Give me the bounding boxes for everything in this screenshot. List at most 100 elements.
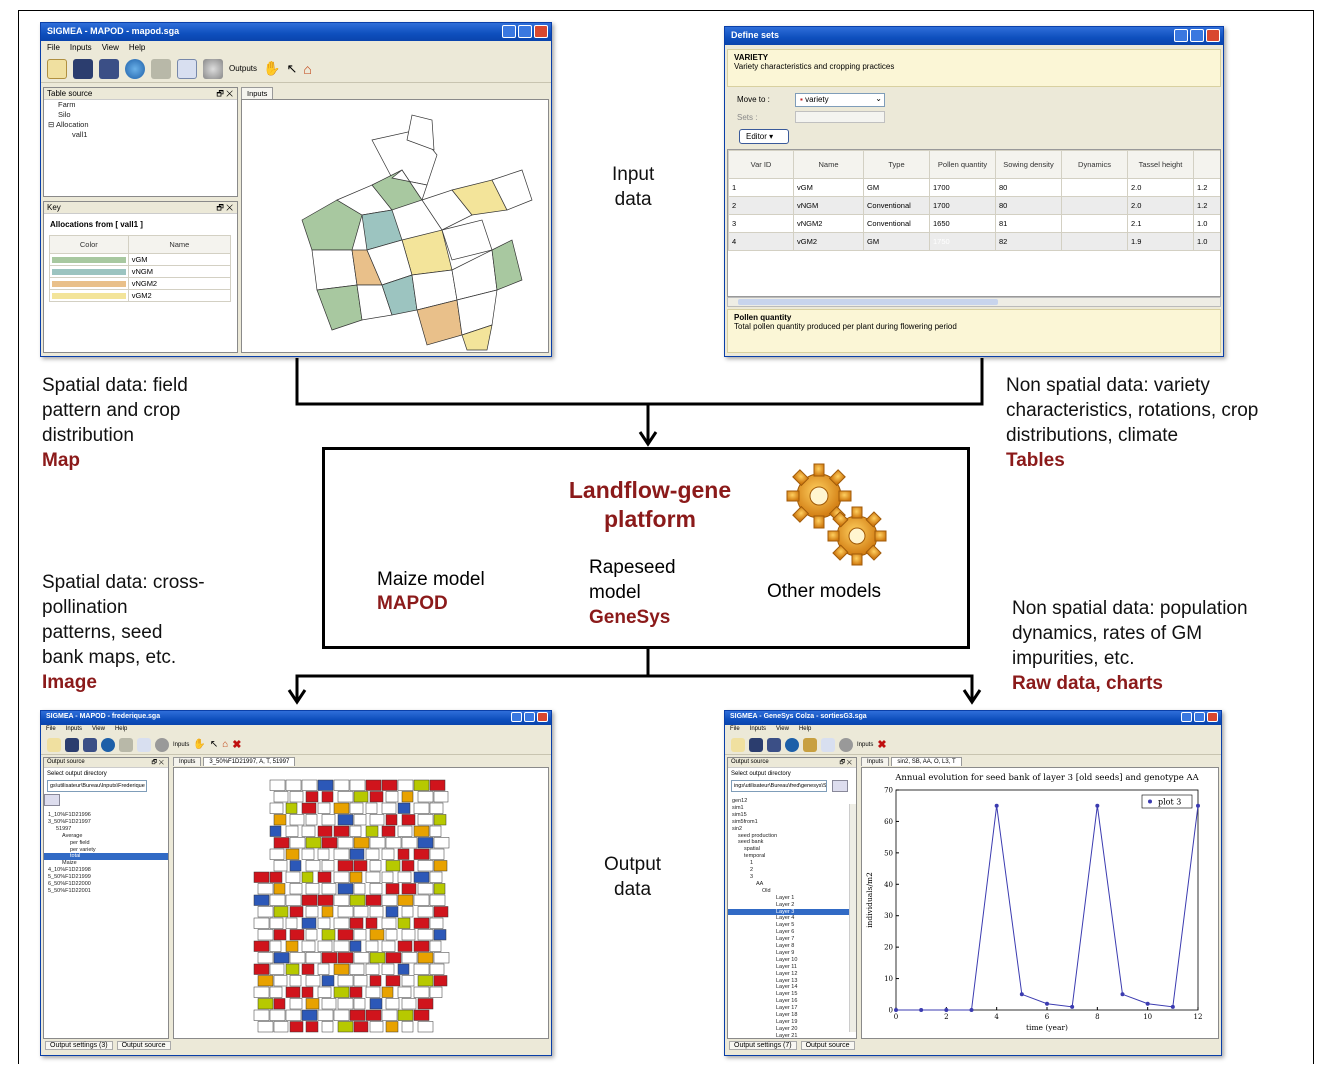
menu-view[interactable]: View [92, 726, 105, 732]
tree-item[interactable]: Layer 11 [776, 963, 797, 970]
tree-item[interactable]: Layer 19 [776, 1019, 798, 1025]
tree-item[interactable]: 3_50%F1D21997 [48, 818, 91, 825]
tab-inputs[interactable]: Inputs [241, 87, 274, 99]
col-header[interactable]: Dynamics [1061, 150, 1128, 179]
tree-item[interactable]: Layer 3 [728, 908, 856, 916]
tree-item[interactable]: Layer 5 [776, 922, 795, 929]
tree-item[interactable]: Layer 16 [776, 998, 798, 1005]
inputs-button[interactable]: Inputs [173, 741, 190, 748]
print-icon[interactable] [749, 737, 763, 752]
sets-select[interactable] [795, 111, 885, 123]
tree-item[interactable]: Layer 21 [776, 1032, 798, 1039]
tree-item[interactable]: temporal [744, 853, 766, 860]
tab-output-settings[interactable]: Output settings (7) [729, 1041, 797, 1050]
hand-icon[interactable]: ✋ [193, 739, 206, 750]
tree-item[interactable]: 2 [750, 867, 754, 874]
col-header[interactable]: Pollen quantity [929, 150, 996, 179]
pointer-icon[interactable]: ↖ [286, 60, 298, 76]
pointer-icon[interactable]: ↖ [209, 739, 219, 750]
save-icon[interactable] [83, 737, 97, 752]
tree-item[interactable]: 51997 [56, 825, 72, 832]
tab-output-source[interactable]: Output source [116, 1041, 171, 1050]
col-header[interactable]: Name [793, 150, 864, 179]
maximize-icon[interactable] [518, 25, 532, 38]
tab-inputs[interactable]: Inputs [173, 757, 202, 766]
menu-help[interactable]: Help [114, 726, 128, 732]
menu-view[interactable]: View [101, 43, 119, 52]
tree-item[interactable]: AA [756, 880, 764, 887]
tree-item[interactable]: 5_50%F1D21999 [48, 874, 91, 881]
hand-icon[interactable]: ✋ [263, 60, 281, 76]
move-to-select[interactable]: ▪ variety⌄ [795, 93, 885, 107]
maximize-icon[interactable] [1190, 29, 1204, 42]
print-icon[interactable] [65, 737, 79, 752]
tab-output-source[interactable]: Output source [800, 1041, 855, 1050]
chart-icon[interactable] [803, 737, 817, 752]
menu-inputs[interactable]: Inputs [65, 726, 83, 732]
tree-item[interactable]: sim15 [732, 811, 747, 818]
tree-item[interactable]: per field [70, 839, 90, 846]
tree-item[interactable]: 4_10%F1D21998 [48, 867, 91, 874]
menu-inputs[interactable]: Inputs [69, 43, 92, 52]
tree-item[interactable]: 3 [750, 873, 754, 880]
maximize-icon[interactable] [1194, 712, 1205, 722]
tree-item[interactable]: vall1 [72, 130, 88, 139]
tab-output[interactable]: sin2, SB, AA, O, L3, T [891, 757, 962, 766]
save-icon[interactable] [99, 58, 119, 79]
tree-item[interactable]: gen12 [732, 798, 748, 804]
horizontal-scrollbar[interactable] [727, 297, 1221, 307]
tree-item[interactable]: 5_50%F1D22001 [48, 887, 91, 894]
vertical-scrollbar[interactable] [849, 804, 856, 1032]
minimize-icon[interactable] [1174, 29, 1188, 42]
dir-input[interactable]: gs\utilisateur\Bureau\Inputs\Frederique [47, 780, 147, 792]
tree-item[interactable]: Layer 1 [776, 894, 795, 901]
tree-item[interactable]: Layer 9 [776, 949, 795, 956]
table-icon[interactable] [119, 737, 133, 752]
tree-item[interactable]: Layer 4 [776, 915, 795, 922]
tree-item[interactable]: Layer 14 [776, 984, 798, 991]
tab-inputs[interactable]: Inputs [861, 757, 890, 766]
col-header[interactable] [1193, 150, 1220, 179]
tree-item[interactable]: Layer 20 [776, 1025, 798, 1032]
tree-item[interactable]: Old [762, 887, 771, 894]
globe-icon[interactable] [101, 737, 115, 752]
menu-file[interactable]: File [47, 43, 60, 52]
minimize-icon[interactable] [511, 712, 522, 722]
tree-item[interactable]: Farm [58, 100, 76, 109]
col-header[interactable]: Tassel height [1127, 150, 1194, 179]
tree-item[interactable]: Layer 12 [776, 970, 798, 977]
minimize-icon[interactable] [1181, 712, 1192, 722]
tree-item[interactable]: Layer 6 [776, 929, 795, 936]
tree-item[interactable]: total [44, 853, 168, 861]
list-icon[interactable] [821, 737, 835, 752]
home-icon[interactable]: ⌂ [222, 739, 229, 750]
dir-input[interactable]: ings\utilisateur\Bureau\fred\genesys\S5 [731, 780, 827, 792]
close-icon[interactable] [534, 25, 548, 38]
home-icon[interactable]: ⌂ [303, 60, 312, 77]
tree-item[interactable]: seed bank [738, 839, 764, 846]
tab-output-settings[interactable]: Output settings (3) [45, 1041, 113, 1050]
tree-item[interactable]: seed production [738, 832, 778, 839]
tree-item[interactable]: Silo [58, 110, 71, 119]
tree-item[interactable]: Layer 8 [776, 943, 795, 950]
list-icon[interactable] [137, 737, 151, 752]
tree-item[interactable]: Layer 15 [776, 991, 798, 998]
tree-item[interactable]: 6_50%F1D22000 [48, 881, 91, 888]
tree-item[interactable]: ⊟ Allocation [48, 120, 89, 129]
outputs-button[interactable]: Outputs [229, 64, 258, 73]
table-icon[interactable] [151, 58, 171, 79]
tab-output[interactable]: 3_50%F1D21997, A, T, 51997 [203, 757, 296, 766]
col-header[interactable]: Var ID [728, 150, 794, 179]
editor-button[interactable]: Editor ▾ [739, 129, 789, 144]
tree-item[interactable]: 1 [750, 860, 754, 867]
close-icon[interactable] [537, 712, 548, 722]
menu-file[interactable]: File [730, 726, 740, 732]
menu-help[interactable]: Help [798, 726, 812, 732]
close-output-icon[interactable]: ✖ [877, 739, 887, 751]
new-file-icon[interactable] [731, 737, 745, 752]
tree-item[interactable]: Layer 18 [776, 1012, 798, 1019]
tree-item[interactable]: sim5from1 [732, 818, 758, 825]
tree-item[interactable]: Maize [62, 860, 77, 867]
